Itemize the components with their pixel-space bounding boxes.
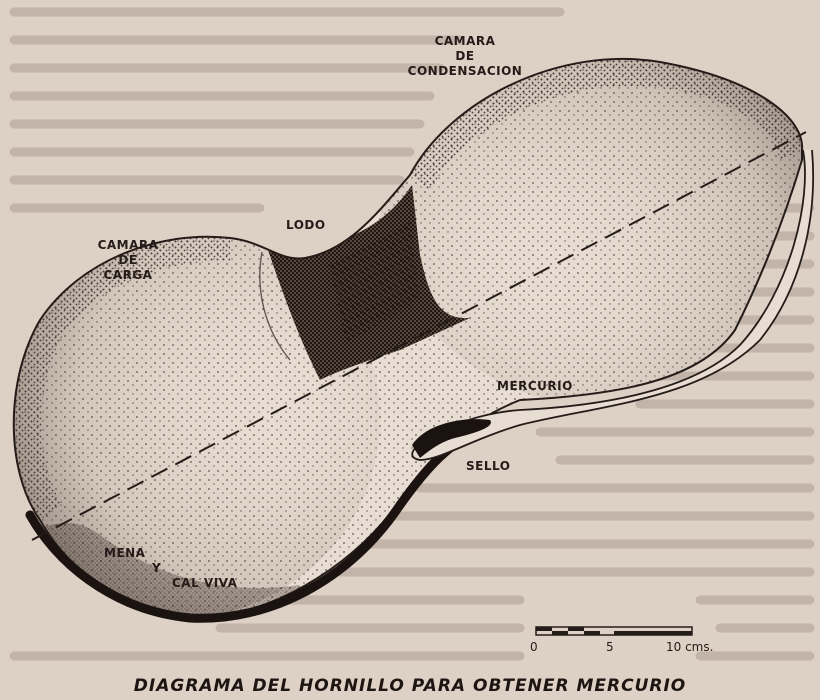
label-loading-line2: DE <box>88 253 168 268</box>
label-ore-line3: CAL VIVA <box>92 576 202 591</box>
label-ore-line2: Y <box>92 561 202 576</box>
diagram-caption: DIAGRAMA DEL HORNILLO PARA OBTENER MERCU… <box>0 676 820 696</box>
label-condensation-line2: DE <box>400 49 530 64</box>
scale-tick-10: 10 cms. <box>666 640 713 654</box>
label-loading-chamber: CAMARA DE CARGA <box>88 238 168 283</box>
scale-tick-5: 5 <box>606 640 614 654</box>
label-condensation-chamber: CAMARA DE CONDENSACION <box>400 34 530 79</box>
label-ore: MENA Y CAL VIVA <box>92 546 202 591</box>
label-seal: SELLO <box>466 459 510 474</box>
scale-bar <box>536 627 692 635</box>
label-loading-line1: CAMARA <box>88 238 168 253</box>
label-loading-line3: CARGA <box>88 268 168 283</box>
scale-tick-0: 0 <box>530 640 538 654</box>
label-mud: LODO <box>286 218 326 233</box>
label-condensation-line3: CONDENSACION <box>400 64 530 79</box>
label-condensation-line1: CAMARA <box>400 34 530 49</box>
label-mercury: MERCURIO <box>497 379 573 394</box>
label-ore-line1: MENA <box>92 546 202 561</box>
